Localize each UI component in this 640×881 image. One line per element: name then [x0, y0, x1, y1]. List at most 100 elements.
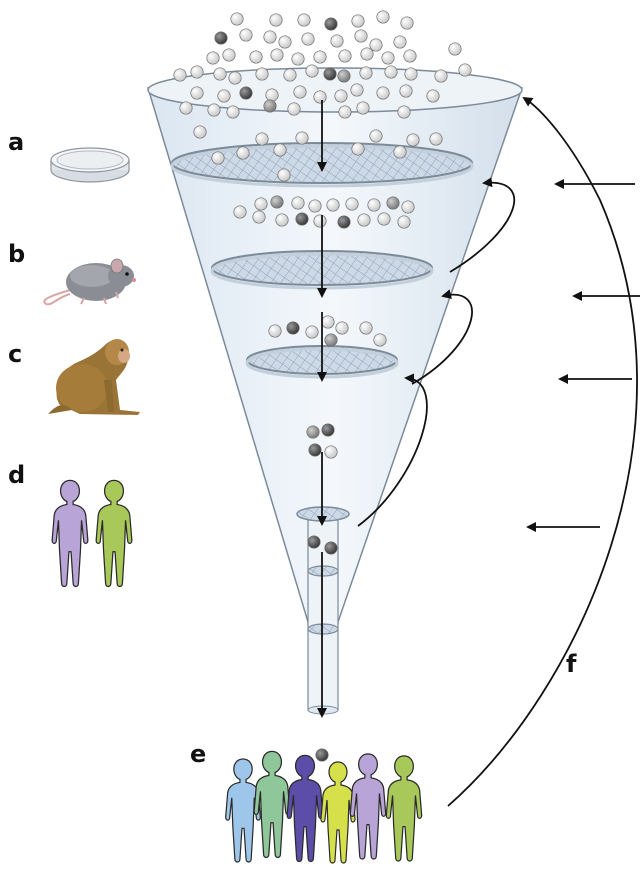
compound-ball [427, 90, 439, 102]
compound-ball [430, 133, 442, 145]
compound-ball [385, 66, 397, 78]
compound-ball [279, 36, 291, 48]
compound-ball [274, 144, 286, 156]
mouse-icon [44, 259, 136, 304]
compound-ball [270, 14, 282, 26]
compound-ball [276, 214, 288, 226]
human-figure-icon [52, 480, 88, 586]
compound-ball [325, 334, 337, 346]
compound-ball [377, 11, 389, 23]
compound-ball [208, 104, 220, 116]
compound-ball [398, 216, 410, 228]
compound-ball [214, 68, 226, 80]
compound-ball [194, 126, 206, 138]
compound-ball [400, 85, 412, 97]
filter-stage-6 [308, 624, 338, 634]
compound-ball [335, 90, 347, 102]
compound-ball [351, 84, 363, 96]
compound-ball [298, 14, 310, 26]
compound-ball [292, 197, 304, 209]
compound-ball [314, 51, 326, 63]
monkey-icon [48, 339, 140, 415]
compound-ball [278, 169, 290, 181]
compound-ball [394, 36, 406, 48]
label-a: a [8, 128, 24, 156]
human-population-icon [226, 751, 422, 863]
compound-ball [264, 100, 276, 112]
compound-ball [309, 200, 321, 212]
compound-ball [218, 90, 230, 102]
filter-stage-5 [308, 566, 338, 576]
petri-dish-icon [51, 148, 129, 182]
compound-ball [287, 322, 299, 334]
compound-ball [306, 326, 318, 338]
label-f: f [566, 650, 577, 678]
compound-ball [449, 43, 461, 55]
compound-ball [234, 206, 246, 218]
compound-ball [229, 72, 241, 84]
compound-ball [325, 542, 337, 554]
compound-ball [368, 199, 380, 211]
compound-ball [223, 49, 235, 61]
label-b: b [8, 240, 25, 268]
compound-ball [264, 31, 276, 43]
compound-ball [352, 15, 364, 27]
compound-ball [227, 106, 239, 118]
compound-ball [338, 216, 350, 228]
compound-ball [256, 68, 268, 80]
compound-ball [398, 106, 410, 118]
compound-ball [256, 133, 268, 145]
compound-ball [314, 91, 326, 103]
compound-ball [361, 48, 373, 60]
compound-ball [325, 446, 337, 458]
filter-stage-4 [297, 507, 349, 521]
compound-ball [339, 50, 351, 62]
compound-ball [288, 103, 300, 115]
human-figure-icon [254, 751, 290, 857]
label-d: d [8, 461, 25, 489]
compound-ball [240, 87, 252, 99]
compound-ball [382, 52, 394, 64]
compound-ball [314, 215, 326, 227]
compound-ball [324, 68, 336, 80]
compound-ball [404, 50, 416, 62]
compound-ball [360, 322, 372, 334]
compound-ball [308, 536, 320, 548]
human-figure-icon [386, 756, 421, 861]
compound-ball [387, 197, 399, 209]
compound-ball [322, 316, 334, 328]
compound-ball [316, 749, 328, 761]
compound-ball [327, 199, 339, 211]
two-humans-icon [52, 480, 132, 586]
compound-ball [357, 102, 369, 114]
compound-ball [407, 134, 419, 146]
compound-ball [352, 143, 364, 155]
compound-ball [255, 198, 267, 210]
compound-ball [401, 17, 413, 29]
compound-ball [191, 87, 203, 99]
compound-ball [231, 13, 243, 25]
compound-ball [322, 424, 334, 436]
compound-ball [435, 70, 447, 82]
compound-ball [180, 102, 192, 114]
compound-ball [174, 69, 186, 81]
label-e: e [190, 740, 206, 768]
compound-ball [284, 69, 296, 81]
compound-ball [240, 29, 252, 41]
compound-ball [294, 86, 306, 98]
compound-ball [253, 211, 265, 223]
compound-ball [370, 39, 382, 51]
compound-ball [378, 213, 390, 225]
compound-ball [459, 64, 471, 76]
human-figure-icon [287, 755, 323, 861]
compound-ball [266, 89, 278, 101]
compound-ball [358, 214, 370, 226]
compound-ball [271, 49, 283, 61]
compound-ball [296, 132, 308, 144]
label-c: c [8, 340, 22, 368]
compound-ball [370, 130, 382, 142]
compound-ball [296, 213, 308, 225]
compound-ball [207, 52, 219, 64]
compound-ball [309, 444, 321, 456]
